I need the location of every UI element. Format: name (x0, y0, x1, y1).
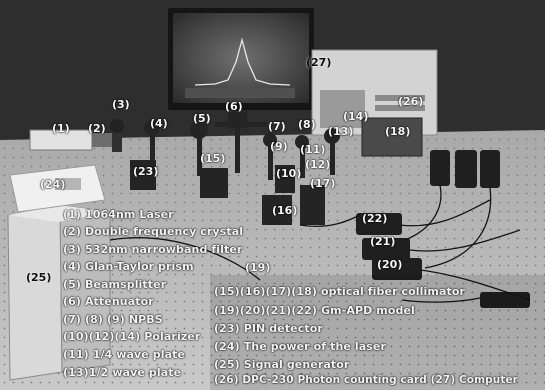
tag-27: (27) (306, 56, 332, 69)
legend-item-13: (13)1/2 wave plate (63, 366, 182, 379)
tag-18: (18) (385, 125, 411, 138)
tag-16: (16) (272, 204, 298, 217)
monitor (168, 8, 314, 127)
legend-item-4: (4) Glan-Taylor prism (63, 260, 194, 273)
legend-item-23: (23) PIN detector (214, 322, 323, 335)
legend-item-24: (24) The power of the laser (214, 340, 387, 353)
tag-7: (7) (268, 120, 286, 133)
tag-25: (25) (26, 271, 52, 284)
tag-4: (4) (150, 117, 168, 130)
tag-21: (21) (370, 235, 396, 248)
legend-item-26-27: (26) DPC-230 Photon counting card (27) C… (214, 374, 518, 386)
legend-item-25: (25) Signal generator (214, 358, 350, 371)
tag-8: (8) (298, 118, 316, 131)
tag-17: (17) (310, 177, 336, 190)
legend-item-15-18: (15)(16)(17)(18) optical fiber collimato… (214, 285, 466, 298)
tag-9: (9) (270, 140, 288, 153)
tag-20: (20) (377, 258, 403, 271)
tag-13: (13) (328, 125, 354, 138)
tag-15: (15) (200, 152, 226, 165)
tag-19: (19) (245, 261, 271, 274)
optical-mounts (130, 112, 340, 225)
signal-generator (7, 204, 111, 381)
tag-1: (1) (52, 122, 70, 135)
laser-head (29, 118, 124, 152)
legend-item-7-8-9: (7) (8) (9) NPBS (63, 313, 163, 326)
legend-item-3: (3) 532nm narrowband filter (63, 243, 243, 256)
tag-26: (26) (398, 95, 424, 108)
power-meter (9, 164, 106, 213)
tag-3: (3) (112, 98, 130, 111)
cables (109, 184, 531, 303)
legend-item-10-12-14: (10)(12)(14) Polarizer (63, 330, 201, 343)
tag-6: (6) (225, 100, 243, 113)
tag-12: (12) (305, 158, 331, 171)
collimator-box (361, 117, 423, 157)
legend-item-6: (6) Attenuator (63, 295, 154, 308)
tag-11: (11) (300, 143, 326, 156)
tag-2: (2) (88, 122, 106, 135)
legend-item-11: (11) 1/4 wave plate (63, 348, 186, 361)
legend-item-2: (2) Double frequency crystal (63, 225, 244, 238)
tag-24: (24) (40, 178, 66, 191)
tag-5: (5) (193, 112, 211, 125)
legend-item-1: (1) 1064nm Laser (63, 208, 174, 221)
tag-14: (14) (343, 110, 369, 123)
tag-22: (22) (362, 212, 388, 225)
legend-item-19-22: (19)(20)(21)(22) Gm-APD model (214, 304, 415, 317)
legend-item-5: (5) Beamsplitter (63, 278, 167, 291)
tag-10: (10) (276, 167, 302, 180)
tag-23: (23) (133, 165, 159, 178)
